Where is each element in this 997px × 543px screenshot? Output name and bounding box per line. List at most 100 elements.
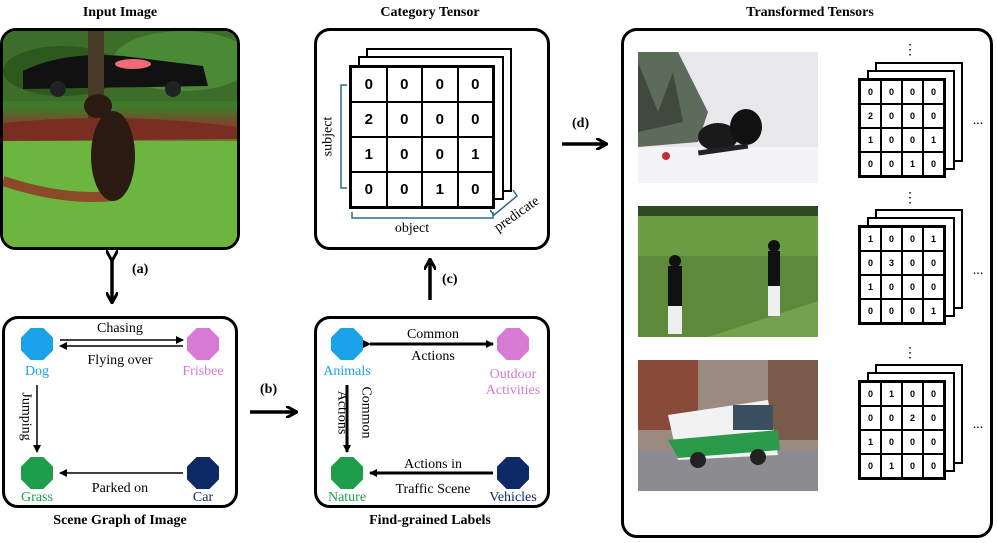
matrix-cell: 0: [923, 382, 944, 406]
matrix-cell: 0: [902, 299, 923, 323]
ellipsis-3: ...: [972, 417, 984, 432]
grass-label: Grass: [21, 490, 53, 505]
matrix-cell: 0: [902, 251, 923, 275]
input-image-title: Input Image: [82, 5, 158, 20]
tensor-cell: 1: [351, 137, 387, 172]
tensor-cell: 0: [386, 102, 422, 137]
matrix-cell: 0: [923, 152, 944, 176]
tensor-cell: 2: [351, 102, 387, 137]
outdoor-label-line1: Outdoor: [489, 367, 537, 382]
matrix-cell: 0: [923, 430, 944, 454]
bus-photo: [638, 360, 818, 491]
matrix-cell: 1: [881, 382, 902, 406]
step-b-label: (b): [260, 382, 278, 397]
matrix-cell: 0: [881, 152, 902, 176]
baseball-photo: [638, 206, 818, 337]
category-tensor-title: Category Tensor: [380, 5, 480, 20]
tensor-cell: 0: [386, 137, 422, 172]
tensor-cell: 1: [422, 172, 458, 207]
tensor-cell: 0: [386, 67, 422, 102]
scene-graph-title: Scene Graph of Image: [53, 513, 187, 528]
common-actions-label-line1: Common: [406, 327, 460, 342]
matrix-cell: 0: [923, 251, 944, 275]
grass-node: [21, 457, 53, 489]
animals-label: Animals: [323, 364, 371, 379]
tensor-cell: 0: [422, 67, 458, 102]
matrix-cell: 1: [923, 227, 944, 251]
car-node: [187, 457, 219, 489]
matrix-cell: 2: [902, 406, 923, 430]
matrix-cell: 0: [860, 80, 881, 104]
matrix-cell: 0: [902, 275, 923, 299]
tensor-cell: 0: [457, 102, 493, 137]
frisbee-label: Frisbee: [182, 364, 224, 379]
ellipsis-1: ...: [972, 113, 984, 128]
dog-label: Dog: [24, 364, 50, 379]
chasing-label: Chasing: [97, 321, 143, 336]
nature-label: Nature: [327, 490, 367, 505]
car-label: Car: [192, 490, 214, 505]
matrix-cell: 0: [881, 128, 902, 152]
subject-bracket: [340, 84, 347, 189]
fine-labels-title: Find-grained Labels: [369, 513, 491, 528]
matrix-cell: 0: [881, 430, 902, 454]
common-actions-label-line2: Actions: [411, 349, 455, 364]
matrix-cell: 0: [923, 275, 944, 299]
tensor-cell: 1: [457, 137, 493, 172]
matrix-cell: 0: [923, 406, 944, 430]
matrix-cell: 0: [902, 382, 923, 406]
dog-node: [21, 328, 53, 360]
transformed-tensors-title: Transformed Tensors: [746, 5, 874, 20]
frisbee-node: [187, 328, 219, 360]
outdoor-activities-node: [497, 328, 529, 360]
tensor-cell: 0: [457, 67, 493, 102]
matrix-cell: 1: [923, 128, 944, 152]
matrix-cell: 1: [923, 299, 944, 323]
step-a-label: (a): [132, 262, 149, 277]
matrix-cell: 0: [902, 80, 923, 104]
matrix-cell: 1: [860, 227, 881, 251]
matrix-cell: 0: [881, 406, 902, 430]
input-photo: [3, 31, 237, 247]
vertical-dots-1: ⋮: [903, 43, 917, 58]
nature-node: [331, 457, 363, 489]
outdoor-label-line2: Activities: [485, 383, 541, 398]
category-tensor-matrix: 0 0 0 0 2 0 0 0 1 0 0 1 0 0 1 0: [349, 65, 495, 209]
matrix-cell: 0: [881, 104, 902, 128]
matrix-cell: 1: [881, 454, 902, 478]
tensor-cell: 0: [422, 137, 458, 172]
vertical-dots-2: ⋮: [903, 191, 917, 206]
matrix-cell: 0: [881, 80, 902, 104]
traffic-label-line1: Actions in: [404, 457, 462, 472]
matrix-cell: 0: [860, 382, 881, 406]
matrix-cell: 0: [902, 430, 923, 454]
matrix-cell: 0: [902, 128, 923, 152]
vertical-dots-3: ⋮: [903, 346, 917, 361]
flying-over-label: Flying over: [87, 353, 153, 368]
step-c-label: (c): [442, 272, 458, 287]
object-bracket: [351, 212, 494, 219]
matrix-cell: 0: [860, 152, 881, 176]
matrix-cell: 0: [881, 227, 902, 251]
axis-object-label: object: [394, 221, 430, 236]
tensor-cell: 0: [351, 67, 387, 102]
parked-on-label: Parked on: [91, 481, 149, 496]
matrix-cell: 0: [902, 454, 923, 478]
matrix-cell: 0: [902, 104, 923, 128]
vehicles-node: [497, 457, 529, 489]
matrix-cell: 0: [860, 251, 881, 275]
matrix-cell: 1: [860, 128, 881, 152]
matrix-cell: 0: [902, 227, 923, 251]
matrix-cell: 0: [860, 299, 881, 323]
matrix-cell: 0: [923, 104, 944, 128]
matrix-cell: 0: [923, 80, 944, 104]
matrix-cell: 1: [860, 430, 881, 454]
tensor-cell: 0: [386, 172, 422, 207]
matrix-cell: 1: [860, 275, 881, 299]
ellipsis-2: ...: [972, 263, 984, 278]
matrix-cell: 1: [902, 152, 923, 176]
tensor-cell: 0: [457, 172, 493, 207]
